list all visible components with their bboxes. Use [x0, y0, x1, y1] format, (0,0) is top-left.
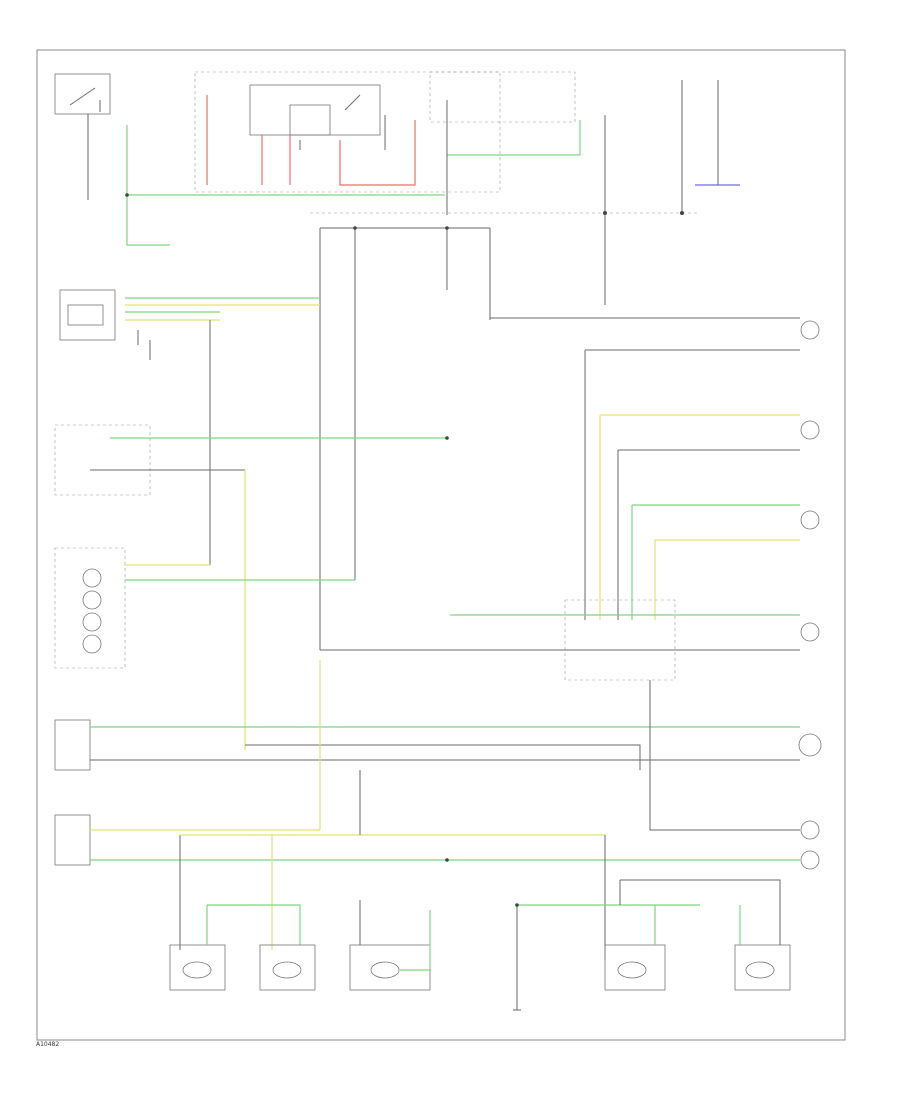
rear-defogger-switch — [169, 944, 226, 991]
junction-connector — [564, 599, 676, 681]
switch-module — [429, 71, 576, 123]
ashtray-light — [54, 814, 91, 866]
lamp-1 — [800, 320, 820, 340]
lamp-6 — [800, 820, 820, 840]
radio — [54, 719, 91, 771]
dimmer-switch — [54, 73, 111, 115]
lamp-5 — [798, 733, 822, 757]
hazard-switch — [259, 944, 316, 991]
lamp-4 — [800, 622, 820, 642]
ashtray-illumination — [349, 944, 431, 991]
diagram-border — [36, 49, 846, 1041]
fuse-block — [194, 71, 501, 193]
passenger-window-switch — [734, 944, 791, 991]
lamp-3 — [800, 510, 820, 530]
lamp-7 — [800, 850, 820, 870]
lamp-2 — [800, 420, 820, 440]
sheet-code: A10482 — [36, 1041, 60, 1048]
rheostat — [59, 289, 116, 341]
combination-meter — [54, 547, 126, 669]
cluster-connector — [54, 424, 151, 496]
power-window-switch — [604, 944, 666, 991]
